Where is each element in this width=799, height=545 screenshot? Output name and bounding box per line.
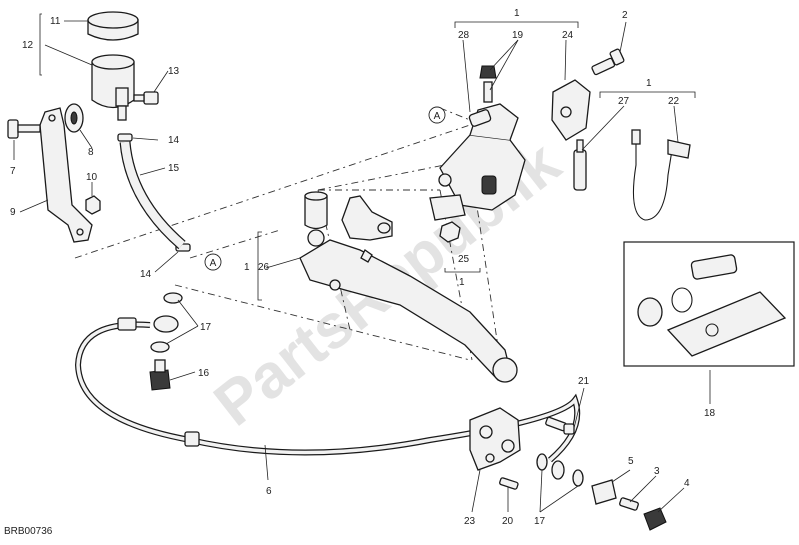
callout-12: 12 xyxy=(22,40,34,51)
callout-2: 2 xyxy=(622,10,628,21)
callout-14-lower: 14 xyxy=(140,269,152,280)
reservoir-bracket xyxy=(39,107,93,243)
brake-hose xyxy=(74,317,581,463)
callout-24: 24 xyxy=(562,30,574,41)
repair-kit-inset xyxy=(623,241,795,367)
nut-25 xyxy=(439,221,461,243)
callout-9: 9 xyxy=(10,207,16,218)
washers-17 xyxy=(536,453,584,487)
screw-20 xyxy=(499,477,519,490)
callout-20: 20 xyxy=(502,516,514,527)
group-brackets xyxy=(39,13,696,301)
banjo-fitting xyxy=(150,292,183,353)
callout-5: 5 xyxy=(628,456,634,467)
callout-4: 4 xyxy=(684,478,690,489)
handlebar-clamp xyxy=(551,79,591,141)
callout-17-right: 17 xyxy=(534,516,546,527)
leader-lines xyxy=(13,20,711,513)
callout-8: 8 xyxy=(88,147,94,158)
callout-23: 23 xyxy=(464,516,476,527)
callout-13: 13 xyxy=(168,66,180,77)
callout-14-upper: 14 xyxy=(168,135,180,146)
brake-switch xyxy=(573,139,587,191)
drawing-code: BRB00736 xyxy=(4,526,53,537)
screw-21 xyxy=(545,416,575,435)
fluid-hose xyxy=(119,141,186,250)
slave-cylinder xyxy=(469,407,521,471)
callout-21: 21 xyxy=(578,376,590,387)
banjo-bolt-16 xyxy=(149,359,171,391)
clamp-screw xyxy=(591,48,625,76)
callout-19: 19 xyxy=(512,30,524,41)
svg-text:A: A xyxy=(210,258,217,269)
screw-7 xyxy=(7,119,41,139)
brake-lever xyxy=(299,229,518,383)
callout-1-nut: 1 xyxy=(459,277,465,288)
fitting-5 xyxy=(591,479,617,505)
callout-25: 25 xyxy=(458,254,470,265)
grommet-8 xyxy=(64,103,84,133)
bleeder-valve xyxy=(479,65,497,103)
callout-22: 22 xyxy=(668,96,680,107)
cap-4 xyxy=(643,507,667,531)
reference-mark-lower: A xyxy=(204,253,222,271)
master-cylinder xyxy=(429,103,526,221)
callout-27: 27 xyxy=(618,96,630,107)
callout-18: 18 xyxy=(704,408,716,419)
callout-7: 7 xyxy=(10,166,16,177)
callout-15: 15 xyxy=(168,163,180,174)
callout-labels: 11 12 13 14 15 7 8 10 9 14 17 16 6 28 19… xyxy=(10,8,716,527)
callout-1-switch: 1 xyxy=(646,78,652,89)
lever-adjuster xyxy=(341,195,393,263)
callout-28: 28 xyxy=(458,30,470,41)
bleeder-3 xyxy=(619,497,639,511)
banjo-bolt xyxy=(468,109,492,127)
switch-cable xyxy=(631,129,691,221)
reference-mark-upper: A xyxy=(428,106,446,124)
callout-6: 6 xyxy=(266,486,272,497)
fluid-reservoir xyxy=(91,54,135,121)
lever-bushing xyxy=(304,191,328,230)
callout-17-left: 17 xyxy=(200,322,212,333)
callout-26: 26 xyxy=(258,262,270,273)
callout-16: 16 xyxy=(198,368,210,379)
callout-3: 3 xyxy=(654,466,660,477)
callout-11: 11 xyxy=(50,16,61,27)
svg-text:A: A xyxy=(434,111,441,122)
fitting-13 xyxy=(133,91,159,105)
callout-1-lever: 1 xyxy=(244,262,250,273)
callout-10: 10 xyxy=(86,172,98,183)
hose-clamp-upper xyxy=(117,133,133,142)
nut-10 xyxy=(85,195,101,215)
reservoir-cap xyxy=(87,11,139,41)
callout-1-top: 1 xyxy=(514,8,520,19)
